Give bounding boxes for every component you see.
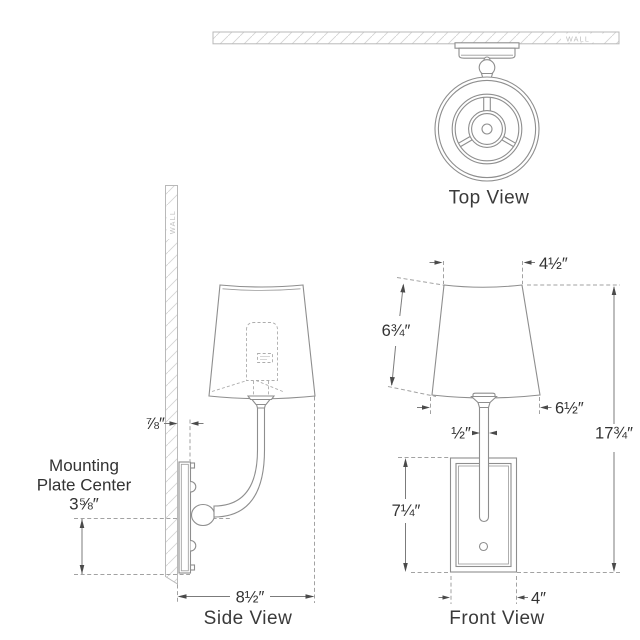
front-view-label: Front View (449, 608, 544, 629)
arrowhead (472, 430, 480, 436)
shade-slant-dimension-text: 6¾″ (382, 322, 411, 340)
arrowhead (400, 283, 406, 293)
side-view-label: Side View (204, 608, 293, 629)
arrowhead (403, 563, 408, 572)
canopy-plate-top (454, 42, 520, 49)
plate-center-dimension-text: 3⅝″ (69, 495, 99, 514)
mounting-note-line1: Mounting (49, 456, 119, 475)
depth-dimension-text: 8½″ (236, 589, 265, 607)
wall-label-top: WALL (566, 35, 590, 44)
backplate-height-dimension-text: 7¼″ (392, 502, 421, 520)
arrowhead (422, 405, 430, 410)
socket-cap-side (246, 395, 276, 401)
spider-arm-hidden (211, 380, 248, 392)
arrowhead (169, 421, 178, 426)
spider-ring-outer (451, 93, 523, 165)
shade-rim-line (222, 288, 301, 291)
shade-top-dimension-text: 4½″ (539, 255, 568, 273)
dim-backplate-height: 7¼″ (392, 458, 421, 572)
top-view: WALL Top View (212, 31, 620, 209)
socket-cup-side (250, 398, 272, 406)
hub-inner (471, 113, 503, 145)
socket-neck-side (255, 403, 267, 409)
wall-section-side (165, 185, 178, 585)
wall-label-backing-side (166, 205, 177, 239)
side-extension-lines (74, 396, 315, 603)
mounting-plate-note: Mounting Plate Center 3⅝″ (37, 456, 132, 514)
dim-shade-bottom-width: 6½″ (417, 400, 584, 418)
dim-wall-offset: ⅞″ (145, 415, 204, 433)
shade-front (431, 284, 541, 399)
arrowhead (177, 594, 187, 599)
screw-bump-upper (190, 480, 197, 493)
arm-knob (190, 503, 216, 527)
mounting-plate-side-inner (180, 463, 189, 572)
arrowhead (403, 458, 408, 467)
arrowhead (389, 376, 395, 386)
arrowhead (79, 519, 85, 528)
wall-label-side: WALL (168, 210, 177, 234)
arm-tube (213, 407, 266, 518)
bulb-etch-box (257, 353, 273, 363)
dim-shade-top-width: 4½″ (429, 255, 568, 273)
arrowhead (523, 260, 532, 265)
shade-side (208, 284, 316, 400)
dim-shade-slant: 6¾″ (382, 283, 411, 386)
spider-spokes (458, 97, 516, 148)
arrowhead (79, 565, 85, 574)
wall-label-backing (561, 33, 603, 43)
stem-front (478, 406, 490, 523)
dim-overall-height: 17¾″ (595, 286, 633, 572)
spider-ring-inner (454, 96, 520, 162)
mounting-plate-side (178, 461, 192, 574)
front-view: 4½″ 6¾″ 6½″ ½″ 7¼″ (382, 255, 634, 629)
arrowhead (305, 594, 315, 599)
overall-height-dimension-text: 17¾″ (595, 425, 633, 443)
bulb-hidden-outline (246, 322, 278, 381)
arrowhead (442, 595, 450, 600)
dim-plate-center (79, 519, 85, 574)
arrowhead (611, 563, 617, 572)
wall-section-top (212, 31, 620, 45)
hub-outer (468, 110, 506, 148)
dim-overall-depth: 8½″ (177, 589, 315, 607)
socket-cup-front (470, 395, 498, 404)
canopy-body (458, 47, 516, 59)
arrowhead (611, 286, 617, 295)
socket-cap-front (472, 392, 496, 398)
mounting-note-line2: Plate Center (37, 476, 132, 495)
arrowhead (540, 405, 548, 410)
front-extension-lines (387, 261, 620, 604)
arrowhead (434, 260, 443, 265)
plate-tab-bottom (189, 564, 196, 571)
dim-stem-width: ½″ (451, 425, 497, 443)
top-view-label: Top View (449, 188, 530, 209)
arrowhead (517, 595, 525, 600)
shade-bottom-dimension-text: 6½″ (555, 400, 584, 418)
arrowhead (190, 421, 199, 426)
plate-tab-top (189, 462, 196, 469)
arrowhead (489, 430, 497, 436)
side-view: WALL (37, 185, 316, 629)
dim-backplate-width: 4″ (438, 590, 546, 608)
stem-dimension-text: ½″ (451, 425, 471, 443)
finial-center (481, 123, 493, 135)
backplate-width-dimension-text: 4″ (531, 590, 546, 608)
backplate-screw (478, 541, 489, 552)
wall-offset-dimension-text: ⅞″ (145, 415, 165, 433)
screw-bump-lower (190, 539, 197, 552)
shade-inner-circle (437, 79, 537, 179)
socket-neck-front (477, 401, 491, 409)
